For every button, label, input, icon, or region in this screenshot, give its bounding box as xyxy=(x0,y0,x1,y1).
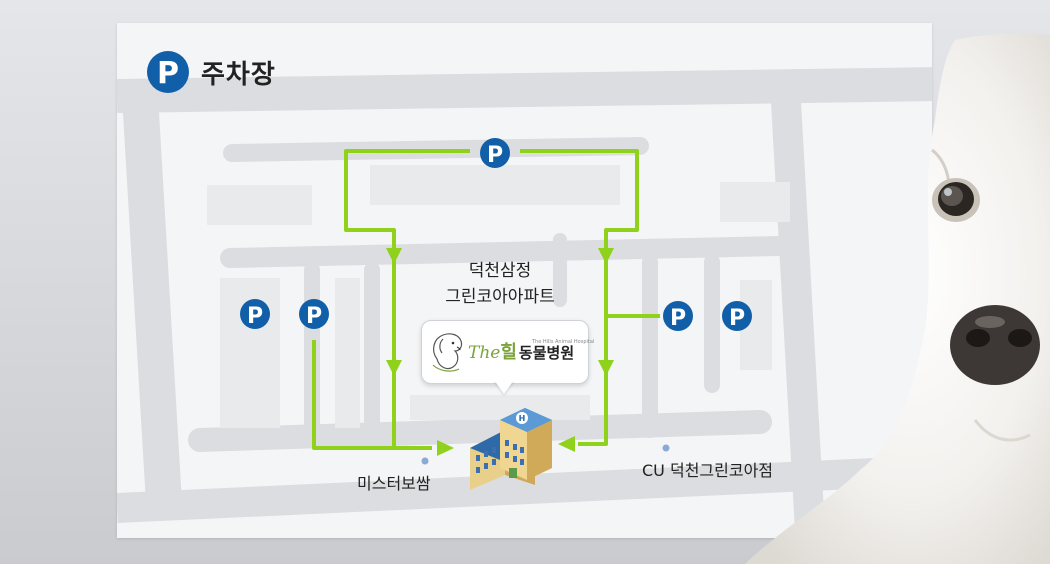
apartment-label-line2: 그린코아아파트 xyxy=(445,287,555,307)
route-arrow-icon xyxy=(386,248,614,456)
apartment-label-line1: 덕천삼정 xyxy=(468,261,532,281)
road-network xyxy=(117,67,932,531)
poi-marker-left xyxy=(421,457,429,465)
poi-marker-right xyxy=(662,444,670,452)
parking-symbol: P xyxy=(157,56,179,91)
parking-icon[interactable]: P xyxy=(299,299,329,329)
poi-label-left: 미스터보쌈 xyxy=(357,474,431,493)
poi-label-right: CU 덕천그린코아점 xyxy=(642,461,774,480)
svg-text:P: P xyxy=(306,304,322,329)
map-title: P 주차장 xyxy=(147,51,276,93)
parking-icon[interactable]: P xyxy=(663,301,693,331)
dog-logo-icon xyxy=(432,333,463,372)
bubble-tail xyxy=(494,380,514,394)
svg-text:P: P xyxy=(487,143,503,168)
apartment-label: 덕천삼정 그린코아아파트 xyxy=(420,258,580,310)
parking-icon[interactable]: P xyxy=(480,138,510,168)
logo-name: 동물병원 xyxy=(518,344,575,362)
parking-icon[interactable]: P xyxy=(240,299,270,329)
logo-hil: 힐 xyxy=(500,342,517,363)
svg-text:H: H xyxy=(519,414,526,423)
svg-text:P: P xyxy=(247,304,263,329)
hospital-building-icon[interactable]: H xyxy=(470,408,552,490)
hospital-logo: The 힐 동물병원 xyxy=(468,338,574,364)
parking-routes xyxy=(312,149,660,450)
logo-the: The xyxy=(468,343,501,363)
parking-icon: P xyxy=(147,51,189,93)
svg-text:P: P xyxy=(670,306,686,331)
hospital-logo-bubble xyxy=(421,320,589,384)
dog-eye xyxy=(932,178,980,222)
logo-subtitle: The Hills Animal Hospital xyxy=(532,339,595,345)
parking-icon[interactable]: P xyxy=(722,301,752,331)
svg-text:P: P xyxy=(729,306,745,331)
dog-nose xyxy=(950,305,1040,385)
page-title: 주차장 xyxy=(201,59,276,90)
